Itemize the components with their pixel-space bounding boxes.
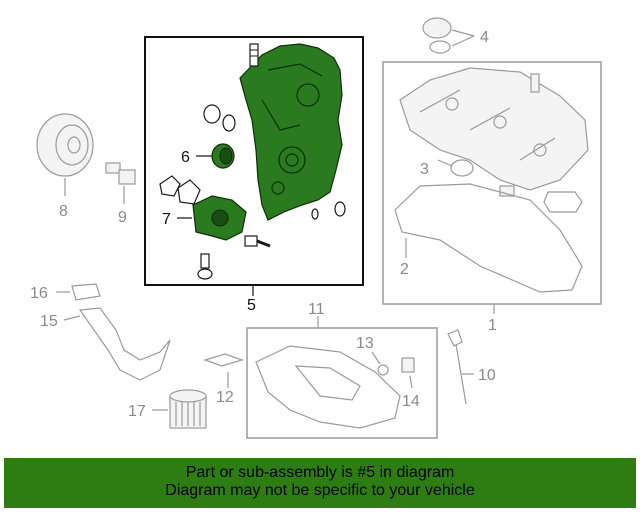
drain-plug-part-14[interactable] <box>401 357 415 373</box>
pulley-bolt-part-9[interactable] <box>105 162 136 185</box>
callout-2: 2 <box>400 261 409 278</box>
part-5-frame <box>144 36 364 286</box>
parts-diagram: 1 2 3 4 5 6 7 8 9 10 11 12 13 14 15 16 1… <box>30 17 602 439</box>
oil-seal-part-6[interactable] <box>211 143 235 169</box>
bolt-icon <box>197 253 213 280</box>
oil-pan-part-11[interactable] <box>255 345 401 429</box>
callout-14: 14 <box>402 393 420 410</box>
spark-plug-seal-part-3[interactable] <box>450 159 474 177</box>
o-ring-icon <box>334 201 346 217</box>
callout-13: 13 <box>356 335 374 352</box>
part-1-frame <box>382 61 602 305</box>
o-ring-icon <box>222 114 236 132</box>
banner-line-1: Part or sub-assembly is #5 in diagram <box>185 464 455 481</box>
callout-16: 16 <box>30 285 48 302</box>
callout-11: 11 <box>308 301 325 318</box>
callout-4: 4 <box>480 29 489 46</box>
dipstick-part-10[interactable] <box>447 329 467 405</box>
callout-3: 3 <box>420 161 429 178</box>
bracket-icon <box>159 175 181 197</box>
water-pump-part-7[interactable] <box>192 195 247 241</box>
baffle-part-12[interactable] <box>203 353 244 367</box>
callout-6: 6 <box>181 149 190 166</box>
seal-icon <box>203 104 221 124</box>
callout-5: 5 <box>247 297 256 314</box>
valve-cover-gasket-part-2[interactable] <box>394 183 583 293</box>
sensor-icon <box>530 73 540 93</box>
gasket-icon <box>543 191 583 213</box>
callout-12: 12 <box>216 389 234 406</box>
banner-line-2: Diagram may not be specific to your vehi… <box>165 482 475 499</box>
o-ring-icon <box>311 208 319 220</box>
oil-filler-cap-part-4[interactable] <box>422 17 452 54</box>
bolt-icon <box>244 235 271 248</box>
valve-cover-part-1[interactable] <box>399 67 589 191</box>
gasket-icon <box>177 179 201 205</box>
callout-1: 1 <box>488 317 497 334</box>
timing-cover-part-5[interactable] <box>239 43 343 221</box>
callout-10: 10 <box>478 367 496 384</box>
bolt-icon <box>249 43 259 67</box>
oil-filter-part-17[interactable] <box>169 389 207 429</box>
callout-9: 9 <box>118 209 127 226</box>
drain-plug-washer-part-13[interactable] <box>377 364 389 376</box>
crankshaft-pulley-part-8[interactable] <box>36 113 94 177</box>
callout-8: 8 <box>59 203 68 220</box>
info-banner: Part or sub-assembly is #5 in diagram Di… <box>4 458 636 508</box>
callout-17: 17 <box>128 403 146 420</box>
callout-15: 15 <box>40 313 58 330</box>
oil-pickup-part-15[interactable] <box>78 307 171 381</box>
gasket-part-16[interactable] <box>71 283 101 301</box>
part-11-frame <box>246 327 438 439</box>
sensor-icon <box>499 185 515 197</box>
callout-7: 7 <box>162 211 171 228</box>
